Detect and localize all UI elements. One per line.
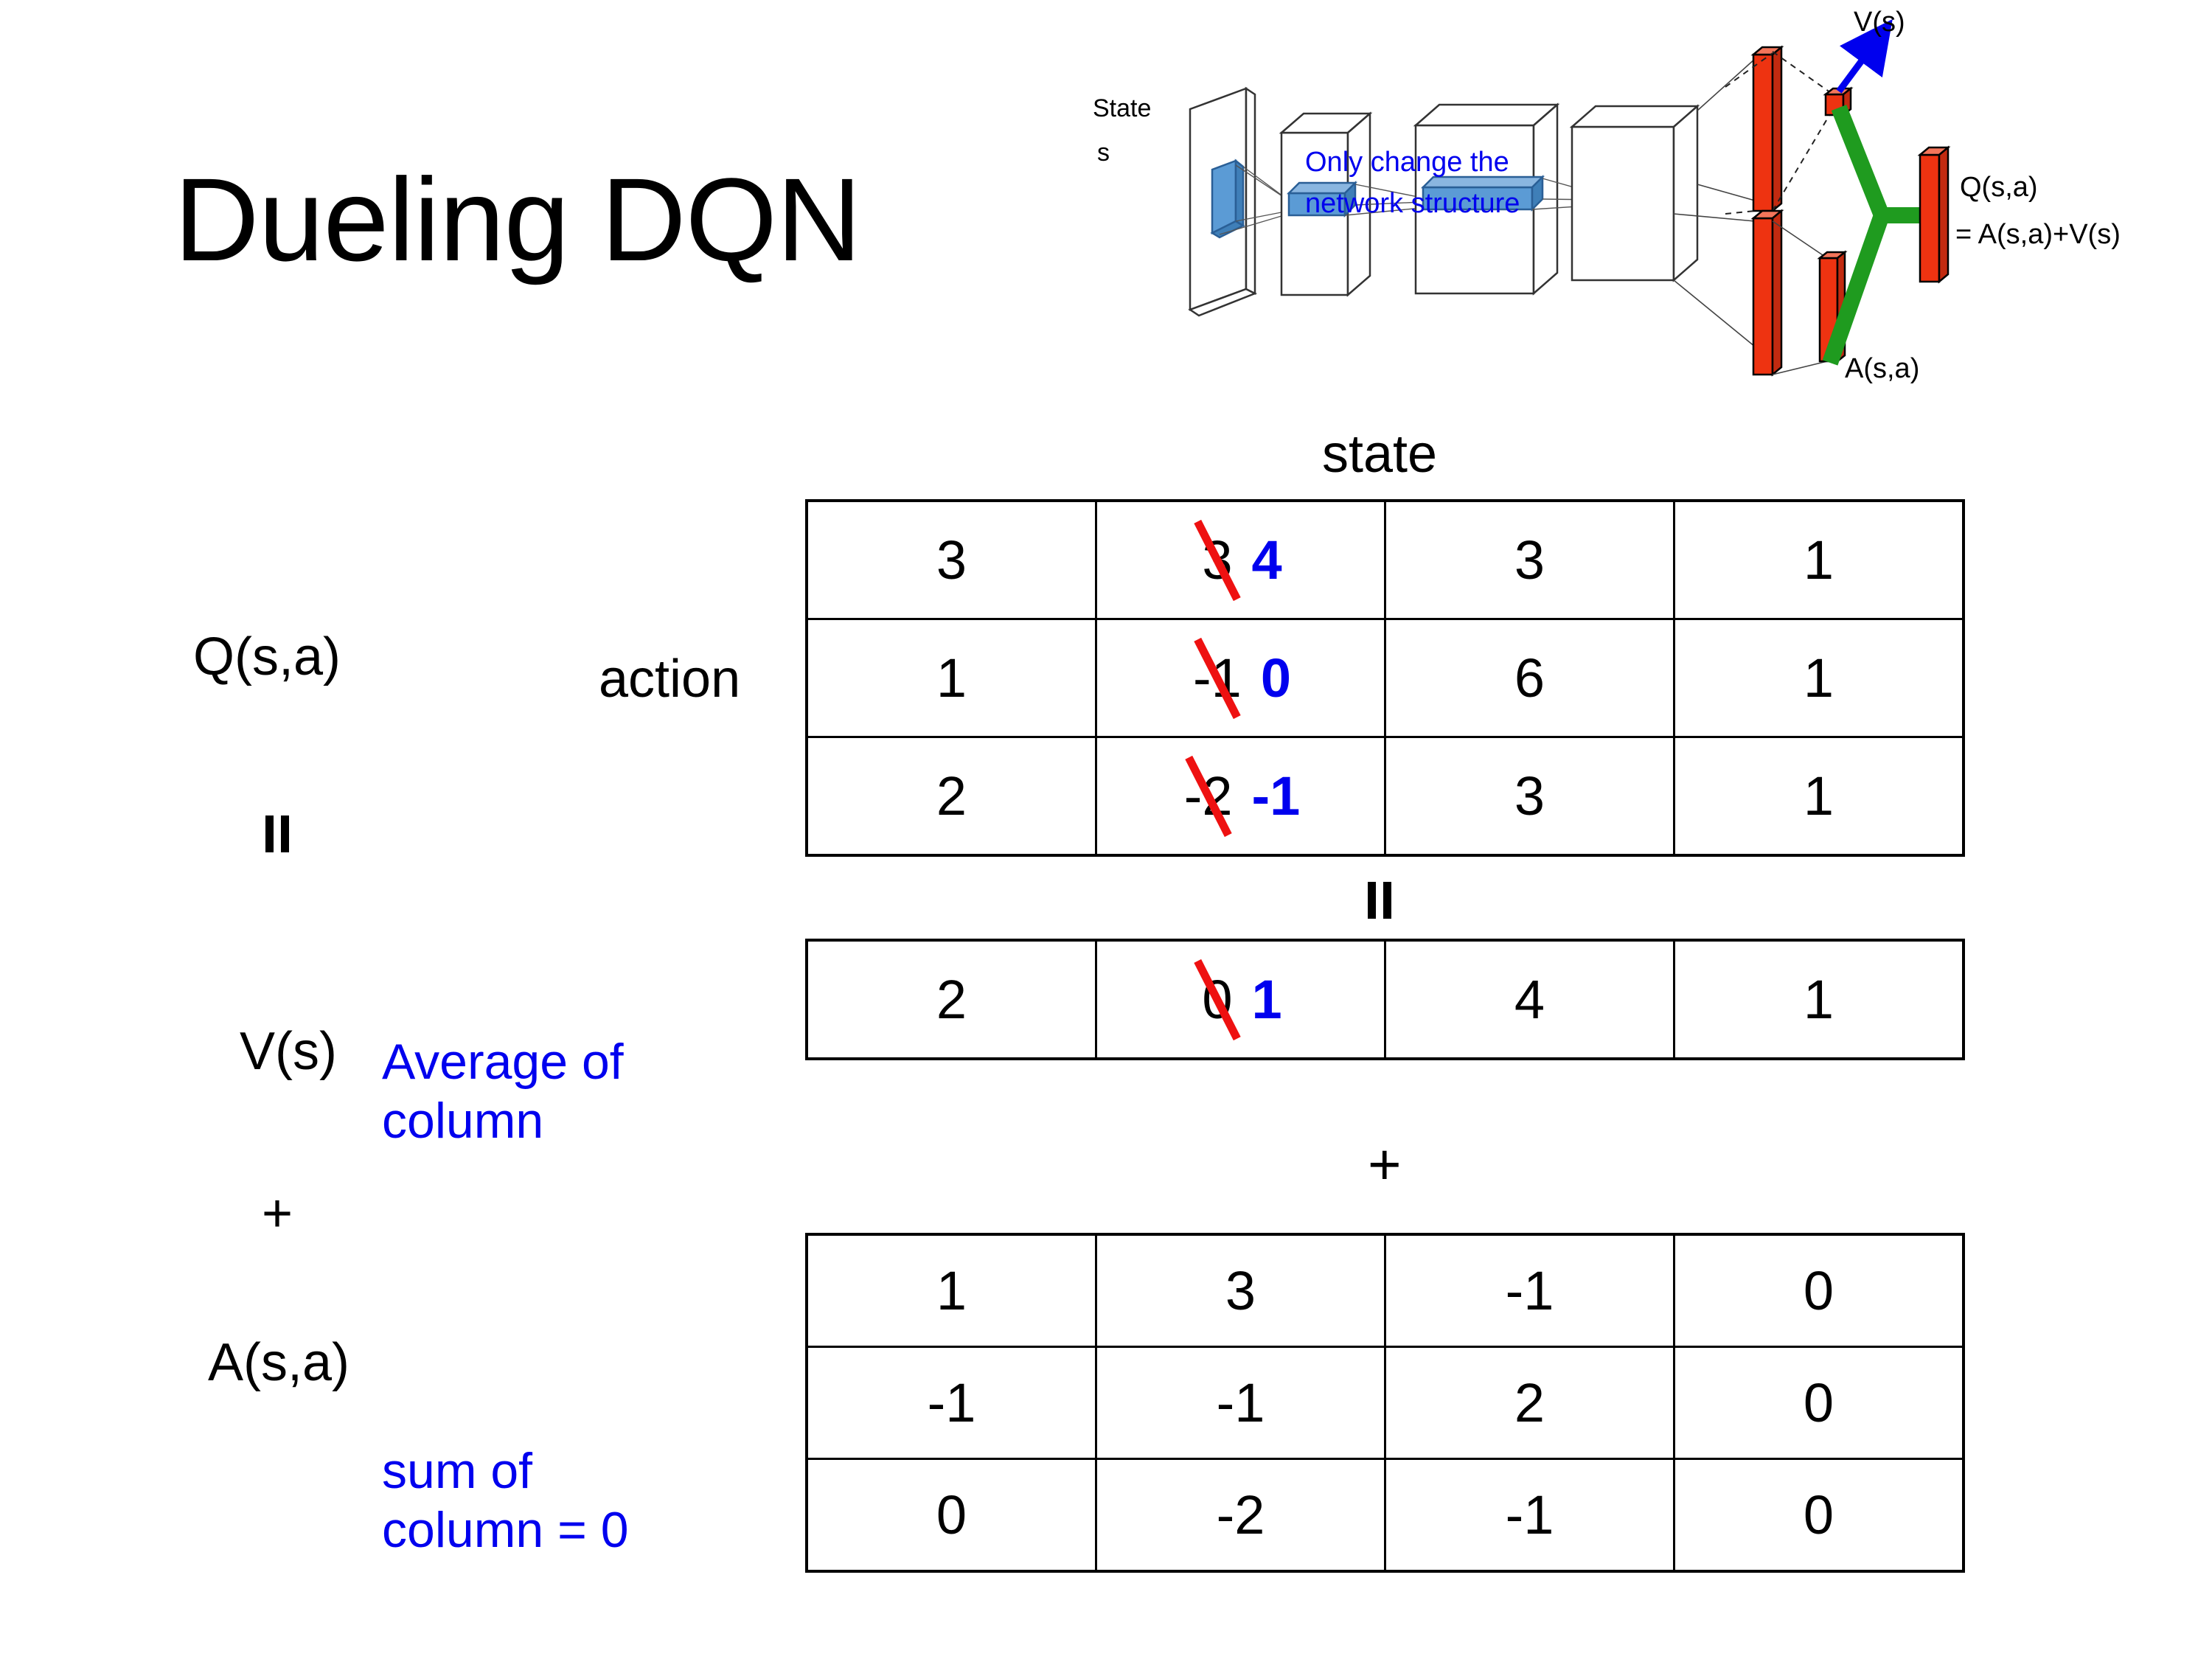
plus-symbol-middle: +	[1368, 1132, 1402, 1197]
q-cell-r2c0: 2	[805, 736, 1097, 857]
new-value: 1	[1251, 969, 1282, 1030]
q-cell-r0c2: 3	[1384, 499, 1675, 620]
v-cell-c0: 2	[805, 939, 1097, 1060]
a-cell-r1c1: -1	[1095, 1346, 1386, 1460]
old-value: 0	[1194, 959, 1241, 1040]
q-cell-r2c2: 3	[1384, 736, 1675, 857]
equals-symbol-left	[265, 804, 289, 857]
a-cell-r2c0: 0	[805, 1458, 1097, 1573]
table-row: 0 -2 -1 0	[805, 1458, 1965, 1573]
diagram-value-label: V(s)	[1854, 7, 1905, 38]
new-value: -1	[1251, 765, 1301, 827]
q-cell-r1c2: 6	[1384, 618, 1675, 738]
table-row: 2 -2-1 3 1	[805, 736, 1965, 857]
q-cell-r2c1: -2-1	[1095, 736, 1386, 857]
v-cell-c3: 1	[1673, 939, 1965, 1060]
diagram-note-line2: network structure	[1305, 188, 1520, 219]
diagram-q-label-line1: Q(s,a)	[1960, 172, 2038, 203]
q-cell-r0c0: 3	[805, 499, 1097, 620]
diagram-state-label-line2: s	[1097, 139, 1110, 167]
sum-of-column-line2: column = 0	[382, 1502, 629, 1559]
q-cell-r0c3: 1	[1673, 499, 1965, 620]
a-cell-r0c0: 1	[805, 1233, 1097, 1348]
average-of-column-note: Average of column	[382, 1032, 624, 1150]
average-of-column-line1: Average of	[382, 1034, 624, 1090]
action-axis-label: action	[599, 650, 741, 709]
a-cell-r1c2: 2	[1384, 1346, 1675, 1460]
diagram-advantage-label: A(s,a)	[1845, 353, 1919, 384]
equals-bars	[265, 804, 289, 857]
sum-of-column-line1: sum of	[382, 1443, 533, 1499]
table-row: -1 -1 2 0	[805, 1346, 1965, 1460]
a-cell-r2c1: -2	[1095, 1458, 1386, 1573]
diagram-state-label-line1: State	[1093, 94, 1151, 122]
a-cell-r0c2: -1	[1384, 1233, 1675, 1348]
a-cell-r1c3: 0	[1673, 1346, 1965, 1460]
old-value: 3	[1194, 519, 1241, 601]
equals-symbol-middle	[1368, 870, 1391, 923]
old-value: -2	[1181, 755, 1236, 837]
q-cell-r1c0: 1	[805, 618, 1097, 738]
average-of-column-line2: column	[382, 1093, 544, 1150]
old-value: -1	[1190, 637, 1245, 719]
diagram-note-line1: Only change the	[1305, 147, 1509, 178]
q-cell-r1c3: 1	[1673, 618, 1965, 738]
a-cell-r2c2: -1	[1384, 1458, 1675, 1573]
dueling-network-diagram: State s Only change the network structur…	[1091, 0, 2212, 413]
table-row: 1 3 -1 0	[805, 1233, 1965, 1348]
plus-symbol-left: +	[262, 1184, 293, 1243]
page-title: Dueling DQN	[174, 153, 862, 285]
state-axis-label: state	[1321, 425, 1438, 484]
diagram-q-label-line2: = A(s,a)+V(s)	[1955, 219, 2121, 250]
equals-bars	[1368, 870, 1391, 923]
new-value: 4	[1251, 529, 1282, 591]
value-function-label: V(s)	[240, 1022, 337, 1081]
new-value: 0	[1260, 647, 1291, 709]
advantage-function-label: A(s,a)	[208, 1333, 350, 1392]
v-cell-c2: 4	[1384, 939, 1675, 1060]
a-cell-r2c3: 0	[1673, 1458, 1965, 1573]
a-cell-r0c1: 3	[1095, 1233, 1386, 1348]
advantage-table: 1 3 -1 0 -1 -1 2 0 0 -2 -1 0	[805, 1233, 1965, 1573]
q-function-label: Q(s,a)	[193, 627, 341, 686]
sum-of-column-note: sum of column = 0	[382, 1441, 629, 1559]
edited-value: -2-1	[1181, 755, 1301, 837]
a-cell-r1c0: -1	[805, 1346, 1097, 1460]
a-cell-r0c3: 0	[1673, 1233, 1965, 1348]
q-cell-r2c3: 1	[1673, 736, 1965, 857]
